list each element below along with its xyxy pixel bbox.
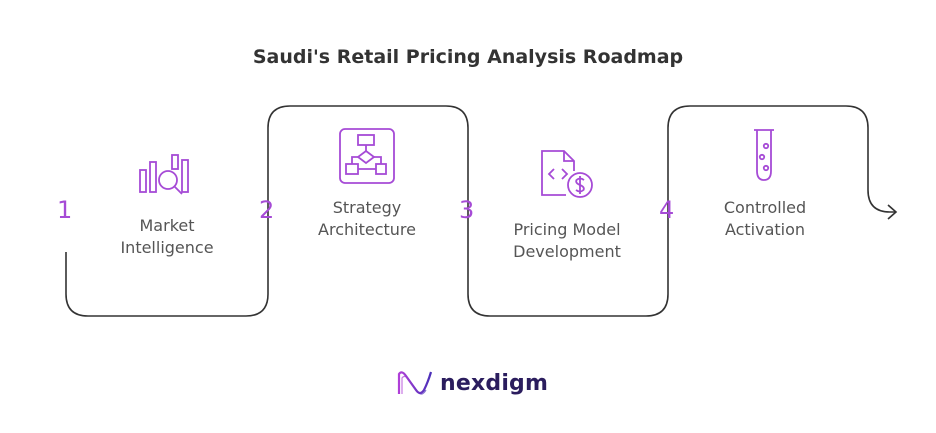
brand-logo: nexdigm xyxy=(396,368,548,398)
flowchart-icon xyxy=(336,126,398,191)
arrow-head-icon xyxy=(887,204,898,220)
step-4-label-line1: Controlled xyxy=(723,198,807,217)
pricing-code-icon xyxy=(536,147,598,208)
step-4-number: 4 xyxy=(659,196,675,224)
step-3-label-line2: Development xyxy=(513,242,621,261)
step-1-label-line2: Intelligence xyxy=(120,238,214,257)
step-3-number: 3 xyxy=(459,196,475,224)
brand-name: nexdigm xyxy=(440,370,549,396)
step-4-label-line2: Activation xyxy=(724,220,806,239)
test-tube-icon xyxy=(748,126,780,189)
step-4-label: Controlled Activation xyxy=(690,197,840,241)
step-1-number: 1 xyxy=(57,196,73,224)
step-3-label-line1: Pricing Model xyxy=(513,220,621,239)
step-1-label-line1: Market xyxy=(139,216,195,235)
step-2-number: 2 xyxy=(259,196,275,224)
market-analysis-icon xyxy=(134,150,198,207)
step-2-label: Strategy Architecture xyxy=(292,197,442,241)
step-2-label-line2: Architecture xyxy=(318,220,416,239)
step-2-label-line1: Strategy xyxy=(332,198,402,217)
step-1-label: Market Intelligence xyxy=(92,215,242,259)
step-3-label: Pricing Model Development xyxy=(492,219,642,263)
roadmap-path xyxy=(65,105,896,317)
page-title: Saudi's Retail Pricing Analysis Roadmap xyxy=(252,46,684,68)
nexdigm-wave-logo xyxy=(397,371,433,395)
